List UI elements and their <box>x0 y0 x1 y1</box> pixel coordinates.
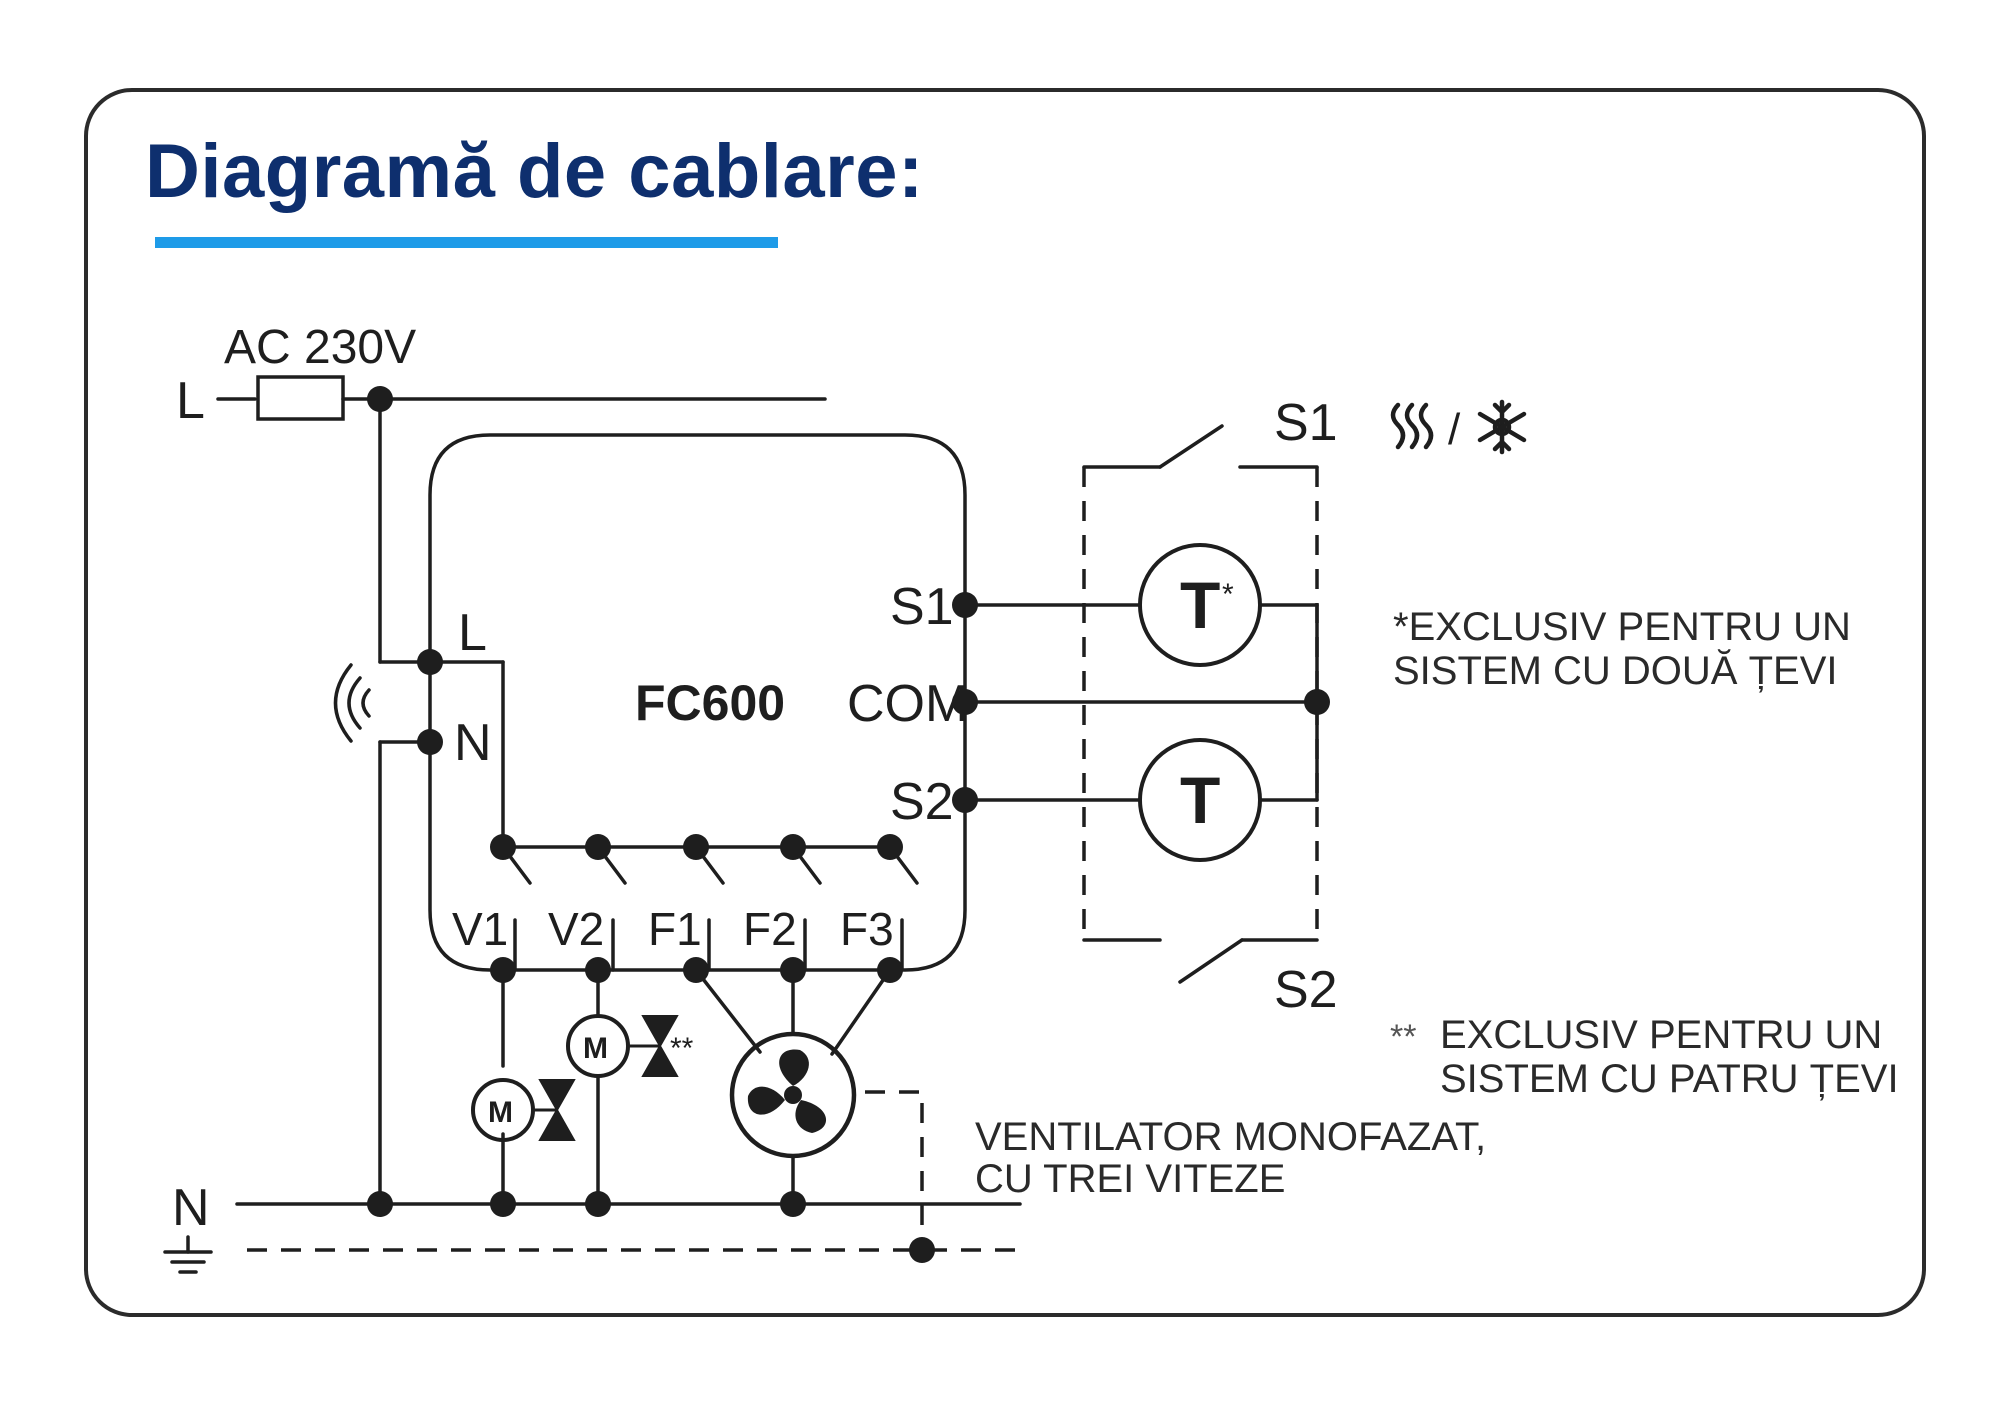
junction-dot <box>367 386 393 412</box>
terminal-l-dot <box>417 649 443 675</box>
terminal-com-label: COM <box>847 675 968 733</box>
fan-icon <box>747 1049 827 1133</box>
terminal-f2-dot <box>780 957 806 983</box>
terminal-v1-label: V1 <box>452 903 508 955</box>
neutral-bus-dot <box>780 1191 806 1217</box>
terminal-l-label: L <box>458 604 487 662</box>
note-fan-line2: CU TREI VITEZE <box>975 1157 1285 1201</box>
terminal-s2-dot <box>952 787 978 813</box>
terminal-com-dot <box>952 689 978 715</box>
relay-bus-dot <box>585 834 611 860</box>
supply-n-label: N <box>172 1179 210 1237</box>
terminal-s1-label: S1 <box>890 578 954 636</box>
supply-l-label: L <box>176 372 205 430</box>
valve-motor-v2-label: M <box>583 1032 608 1065</box>
wireless-arc-mid <box>347 676 362 730</box>
terminal-v1-dot <box>490 957 516 983</box>
voltage-label: AC 230V <box>224 321 416 374</box>
fan-ground-dashed <box>865 1090 924 1250</box>
note-two-pipe-line2: SISTEM CU DOUĂ ȚEVI <box>1393 648 1838 693</box>
terminal-n-dot <box>417 729 443 755</box>
relay-bus-dot <box>683 834 709 860</box>
controller-name: FC600 <box>635 675 785 731</box>
terminal-v2-dot <box>585 957 611 983</box>
sensor-t2-label: T <box>1180 763 1220 837</box>
title-underline <box>155 237 778 248</box>
relay-bus-dot <box>490 834 516 860</box>
terminal-n-label: N <box>454 714 492 772</box>
terminal-f2-label: F2 <box>743 903 797 955</box>
relay-bus-dot <box>877 834 903 860</box>
terminal-f3-dot <box>877 957 903 983</box>
neutral-bus-dot <box>490 1191 516 1217</box>
cooling-icon <box>1477 399 1527 455</box>
relay-bus-dot <box>780 834 806 860</box>
wireless-arc-outer <box>333 663 353 743</box>
mode-separator: / <box>1448 405 1461 454</box>
terminal-s1-dot <box>952 592 978 618</box>
note-fan-line1: VENTILATOR MONOFAZAT, <box>975 1115 1486 1159</box>
fan-wire-f3 <box>830 968 892 1056</box>
terminal-f1-label: F1 <box>648 903 702 955</box>
terminal-v2-label: V2 <box>548 903 604 955</box>
fan-wire-f1 <box>694 968 762 1054</box>
neutral-bus-dot <box>367 1191 393 1217</box>
frame-border <box>84 88 1926 1317</box>
controller-body <box>428 433 967 972</box>
note-four-pipe-line2: SISTEM CU PATRU ȚEVI <box>1440 1057 1899 1101</box>
ground-bus-dot <box>909 1237 935 1263</box>
note-four-pipe-line1: EXCLUSIV PENTRU UN <box>1440 1013 1882 1057</box>
s2-switch-lever <box>1178 938 1244 984</box>
note-four-pipe-mark: ** <box>1390 1018 1416 1056</box>
neutral-bus-dot <box>585 1191 611 1217</box>
valve-motor-v1-label: M <box>488 1096 513 1129</box>
note-two-pipe-line1: *EXCLUSIV PENTRU UN <box>1393 605 1851 649</box>
switch-s2-label: S2 <box>1274 961 1338 1019</box>
sensor-t1-label: T <box>1180 568 1220 642</box>
terminal-s2-label: S2 <box>890 773 954 831</box>
terminal-f1-dot <box>683 957 709 983</box>
wireless-arc-inner <box>361 688 371 718</box>
heating-icon <box>1390 402 1434 450</box>
s1-switch-lever <box>1158 424 1224 469</box>
valve-four-pipe-mark: ** <box>670 1032 694 1065</box>
page-title: Diagramă de cablare: <box>145 129 924 214</box>
terminal-f3-label: F3 <box>840 903 894 955</box>
sensor-t1-mark: * <box>1222 578 1234 611</box>
junction-dot <box>1304 689 1330 715</box>
fuse <box>256 375 345 421</box>
switch-s1-label: S1 <box>1274 394 1338 452</box>
